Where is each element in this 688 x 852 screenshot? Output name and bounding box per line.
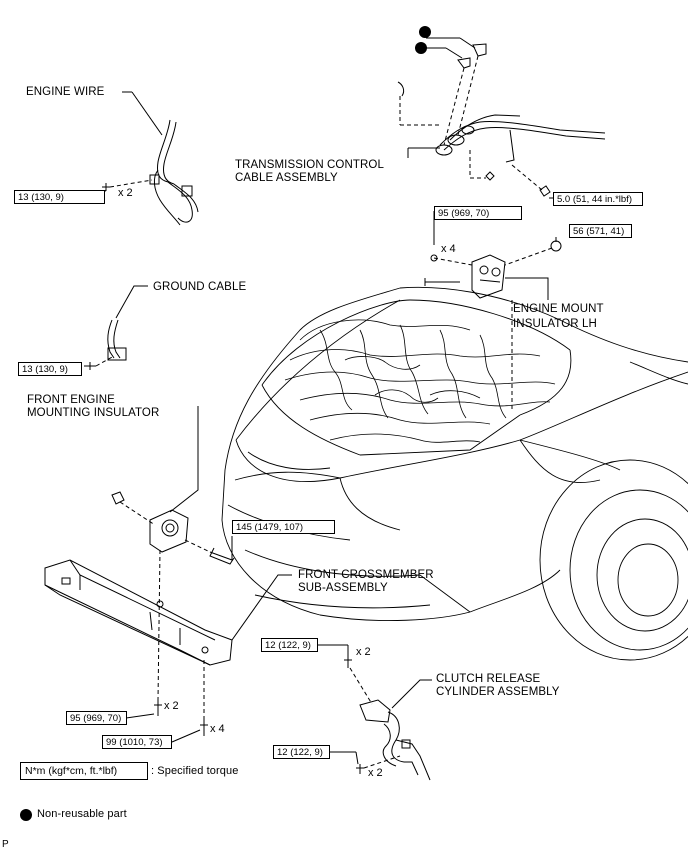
torque-mount-lh-nut: 56 (571, 41) (569, 224, 632, 238)
torque-engine-wire: 13 (130, 9) (14, 190, 105, 204)
torque-ground-cable: 13 (130, 9) (18, 362, 82, 376)
torque-front-mount-bolt: 145 (1479, 107) (232, 520, 335, 534)
crossmember-label-line2: SUB-ASSEMBLY (298, 582, 388, 594)
qty-mount-lh: x 4 (441, 243, 456, 255)
front-mount-label-line1: FRONT ENGINE (27, 394, 115, 406)
transmission-leaders (399, 55, 543, 191)
torque-mount-lh-bolt: 95 (969, 70) (434, 206, 522, 220)
front-mount-label-line2: MOUNTING INSULATOR (27, 407, 160, 419)
engine-mount-label-line1: ENGINE MOUNT (513, 303, 604, 315)
crossmember-part (44, 559, 233, 666)
torque-crossmember-front: 95 (969, 70) (66, 711, 127, 725)
clutch-label-line2: CYLINDER ASSEMBLY (436, 686, 560, 698)
torque-clutch-lower: 12 (122, 9) (273, 745, 330, 759)
engine-bay (284, 319, 556, 443)
qty-engine-wire: x 2 (118, 187, 133, 199)
transmission-clips (457, 43, 487, 69)
transmission-cable-part (397, 81, 606, 163)
engine-wire-part (149, 119, 199, 226)
legend-torque-unit: N*m (kgf*cm, ft.*lbf) (20, 762, 148, 780)
qty-crossmember-rear: x 4 (210, 723, 225, 735)
non-reusable-marker (419, 26, 431, 38)
torque-clutch-upper: 12 (122, 9) (261, 638, 318, 652)
engine-wire-label: ENGINE WIRE (26, 86, 105, 98)
clutch-label-line1: CLUTCH RELEASE (436, 673, 541, 685)
legend-non-reusable-text: Non-reusable part (37, 808, 127, 820)
transmission-cable-label-line2: CABLE ASSEMBLY (235, 172, 338, 184)
ground-cable-label: GROUND CABLE (153, 281, 247, 293)
legend-non-reusable-dot (20, 809, 32, 821)
crossmember-label-line1: FRONT CROSSMEMBER (298, 569, 434, 581)
legend-torque-desc: : Specified torque (151, 765, 239, 777)
corner-mark: P (2, 839, 9, 850)
vehicle-outline (221, 286, 688, 661)
qty-crossmember-front: x 2 (164, 700, 179, 712)
transmission-cable-label-line1: TRANSMISSION CONTROL (235, 159, 384, 171)
clutch-cylinder-part (344, 656, 431, 781)
torque-transmission-cable: 5.0 (51, 44 in.*lbf) (553, 192, 643, 206)
ground-cable-part (84, 319, 127, 370)
engine-mount-label-line2: INSULATOR LH (513, 318, 597, 330)
qty-clutch-lower: x 2 (368, 767, 383, 779)
engine-wire-bolt (102, 179, 153, 191)
non-reusable-marker (415, 42, 427, 54)
front-mount-part (111, 491, 235, 565)
qty-clutch-upper: x 2 (356, 646, 371, 658)
torque-crossmember-rear: 99 (1010, 73) (102, 735, 172, 749)
